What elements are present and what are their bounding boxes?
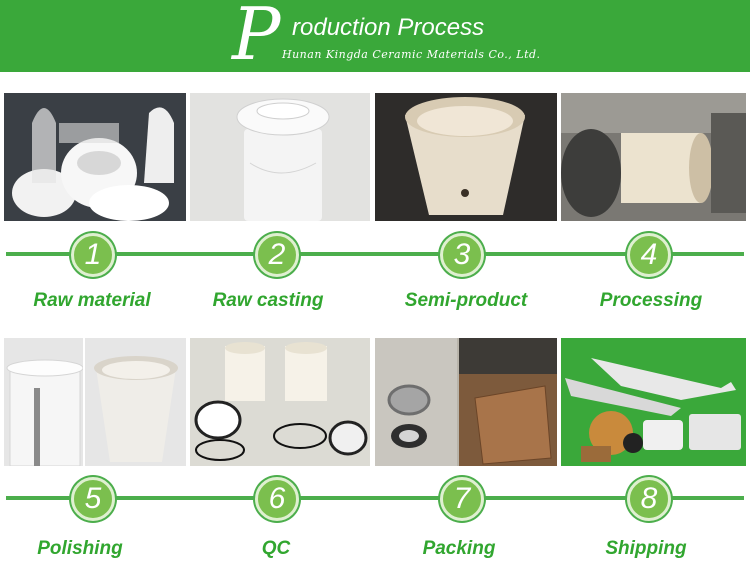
step-5-badge: 5 — [71, 477, 115, 521]
processing-photo — [561, 93, 746, 221]
step-1-badge: 1 — [71, 233, 115, 277]
step-1-label: Raw material — [33, 290, 151, 311]
timeline-line-top — [6, 252, 744, 256]
step-3-badge: 3 — [440, 233, 484, 277]
step-2-badge: 2 — [255, 233, 299, 277]
step-7-label: Packing — [422, 538, 496, 559]
polishing-photo — [4, 338, 186, 466]
page-title: roduction Process — [292, 14, 485, 41]
title-initial: P — [232, 0, 281, 76]
company-name: Hunan Kingda Ceramic Materials Co., Ltd. — [282, 48, 541, 61]
step-4-badge: 4 — [627, 233, 671, 277]
step-3-label: Semi-product — [404, 290, 528, 311]
raw-material-photo — [4, 93, 186, 221]
step-7-badge: 7 — [440, 477, 484, 521]
packing-photo — [375, 338, 557, 466]
semi-product-photo — [375, 93, 557, 221]
step-4-label: Processing — [599, 290, 703, 311]
raw-casting-photo — [190, 93, 370, 221]
step-8-badge: 8 — [627, 477, 671, 521]
shipping-photo — [561, 338, 746, 466]
step-6-label: QC — [261, 538, 291, 559]
qc-photo — [190, 338, 370, 466]
step-8-label: Shipping — [605, 538, 687, 559]
timeline-line-bottom — [6, 496, 744, 500]
step-5-label: Polishing — [37, 538, 123, 559]
header-banner: P roduction Process Hunan Kingda Ceramic… — [0, 0, 750, 72]
step-2-label: Raw casting — [212, 290, 324, 311]
step-6-badge: 6 — [255, 477, 299, 521]
